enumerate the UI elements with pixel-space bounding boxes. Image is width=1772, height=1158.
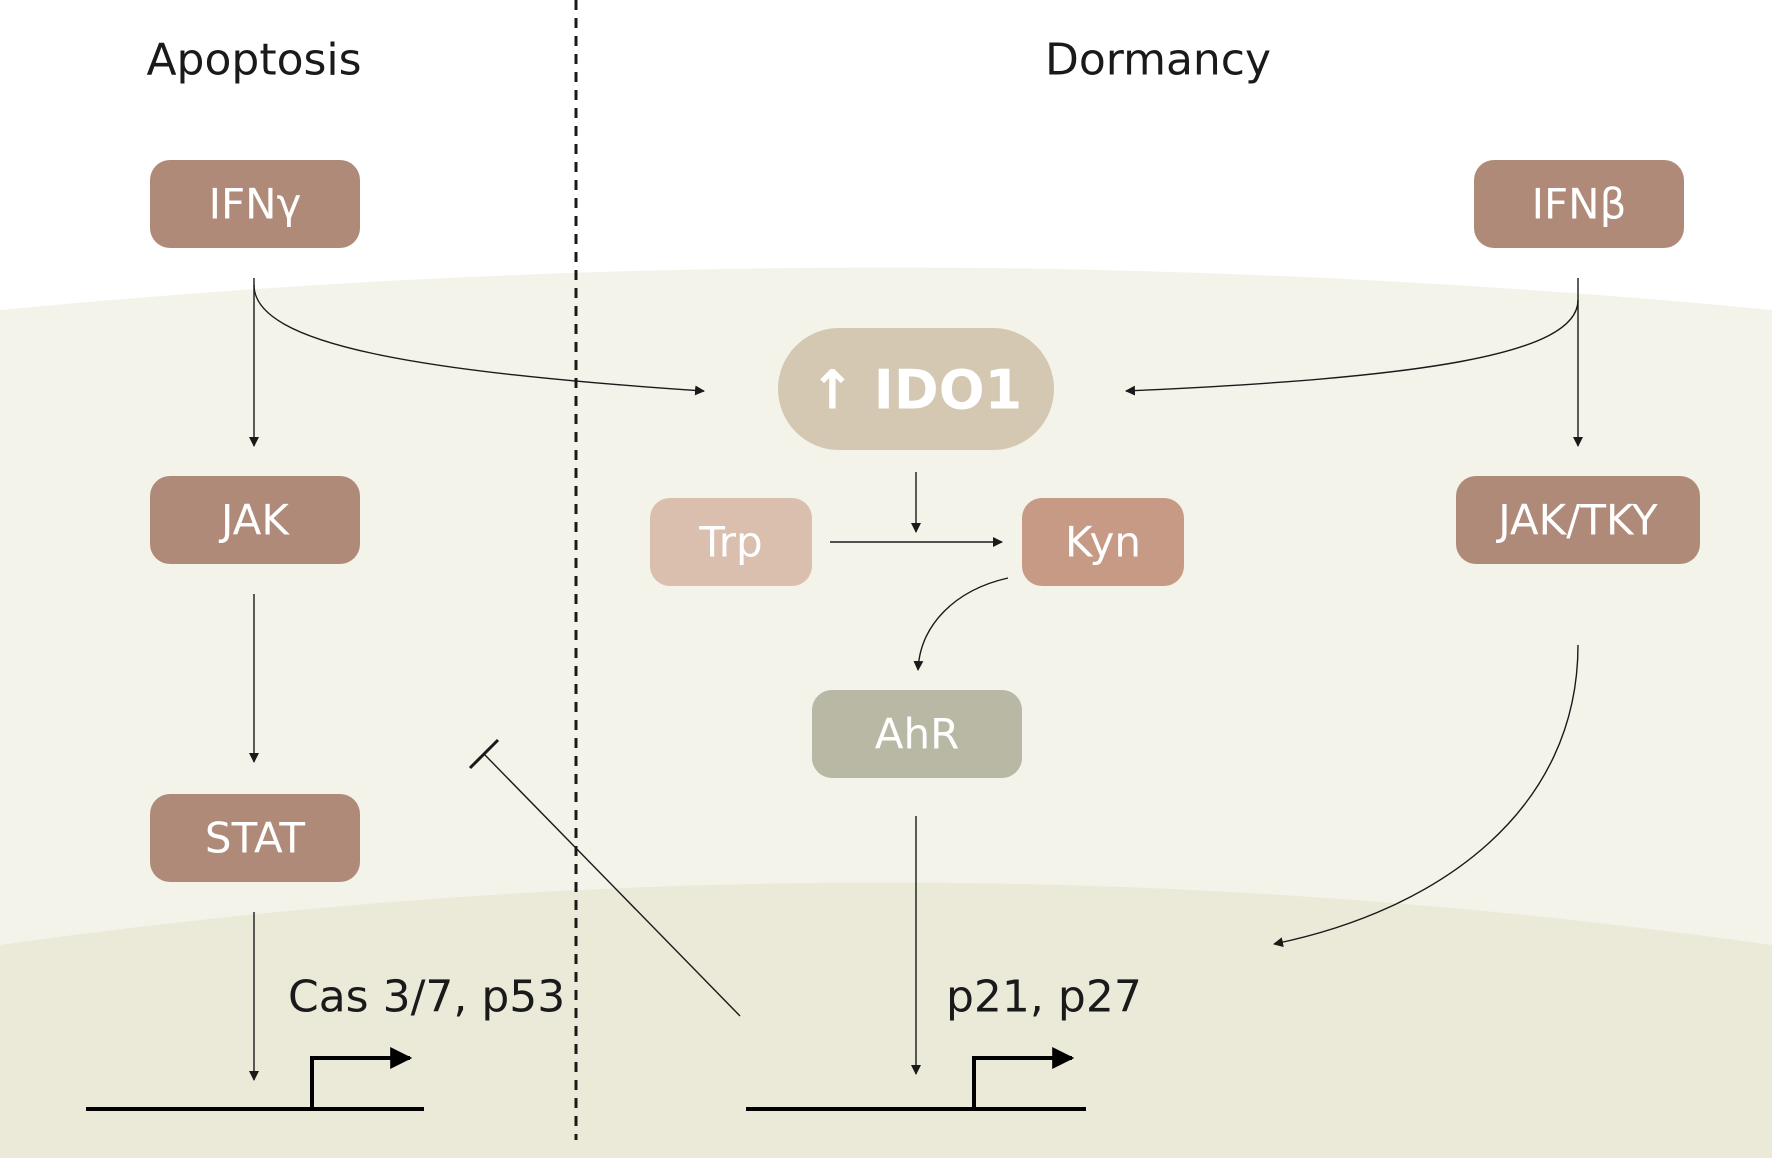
- node-trp: Trp: [650, 498, 812, 586]
- svg-text:STAT: STAT: [205, 814, 306, 863]
- promoter-arrow-apoptosis: [310, 1047, 413, 1109]
- dormancy-genes-label: p21, p27: [946, 972, 1142, 1023]
- node-ahr: AhR: [812, 690, 1022, 778]
- node-kyn: Kyn: [1022, 498, 1184, 586]
- arrow-ifng-to-ido1: [253, 284, 705, 396]
- svg-text:IFNβ: IFNβ: [1532, 180, 1627, 229]
- dormancy-heading: Dormancy: [1045, 35, 1271, 86]
- node-jak: JAK: [150, 476, 360, 564]
- node-ifnb: IFNβ: [1474, 160, 1684, 248]
- inhibition-bar: [468, 738, 500, 770]
- node-stat: STAT: [150, 794, 360, 882]
- svg-text:Trp: Trp: [698, 518, 762, 567]
- svg-text:↑ IDO1: ↑ IDO1: [810, 359, 1022, 422]
- promoter-arrow-dormancy: [972, 1047, 1075, 1109]
- svg-text:AhR: AhR: [875, 710, 960, 759]
- svg-text:Kyn: Kyn: [1065, 518, 1141, 567]
- arrow-ifnb-to-ido1: [1125, 299, 1579, 396]
- nucleus-region: [0, 882, 1772, 1158]
- inhibition-line: [483, 753, 741, 1017]
- node-ifng: IFNγ: [150, 160, 360, 248]
- svg-text:JAK/TKY: JAK/TKY: [1495, 496, 1658, 545]
- arrow-kyn-to-ahr: [913, 577, 1009, 671]
- svg-text:IFNγ: IFNγ: [209, 180, 302, 229]
- apoptosis-heading: Apoptosis: [146, 35, 361, 86]
- svg-text:JAK: JAK: [218, 496, 290, 545]
- node-jak-tky: JAK/TKY: [1456, 476, 1700, 564]
- node-ido1: ↑ IDO1: [778, 328, 1054, 450]
- apoptosis-genes-label: Cas 3/7, p53: [288, 972, 565, 1023]
- arrow-jak-tky-to-nucleus: [1273, 644, 1579, 948]
